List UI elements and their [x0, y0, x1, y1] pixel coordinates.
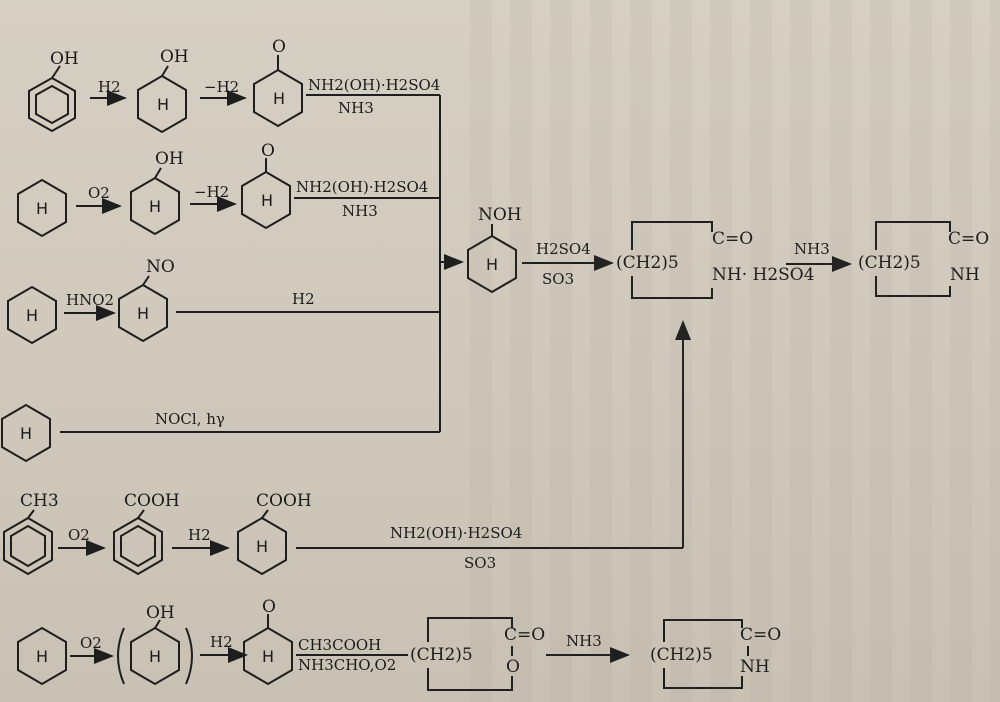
- methylene-chain-label: (CH2)5: [616, 253, 679, 273]
- ring-h-label: H: [157, 95, 169, 114]
- ring-h-label: H: [20, 424, 32, 443]
- cyclohexane-ring: H: [1, 403, 51, 463]
- ring-h-label: H: [36, 199, 48, 218]
- nitroso-label: NO: [146, 257, 175, 277]
- hydroxyl-label: OH: [146, 603, 175, 623]
- carbonyl-label: C=O: [712, 229, 753, 249]
- ring-oxygen-label: O: [506, 657, 520, 677]
- cyclohexanol-ring: H OH: [130, 603, 180, 686]
- reagent-h2: H2: [210, 633, 233, 651]
- ring-h-label: H: [256, 537, 268, 556]
- cyclohexanone-ring: H O: [241, 141, 291, 230]
- oxo-label: O: [261, 141, 275, 161]
- amide-nh-label: NH: [950, 265, 980, 285]
- reagent-h2so4: H2SO4: [536, 240, 591, 258]
- reagent-o2: O2: [88, 184, 110, 202]
- caprolactam-product: (CH2)5 C=O NH: [650, 619, 781, 689]
- reagent-so3: SO3: [464, 554, 496, 572]
- reagent-nh3: NH3: [338, 99, 374, 117]
- carboxyl-label: COOH: [124, 491, 180, 511]
- ring-h-label: H: [149, 197, 161, 216]
- cyclohexanone-oxime-ring: H NOH: [467, 205, 522, 294]
- reagent-hydroxylamine: NH2(OH)·H2SO4: [296, 178, 428, 196]
- oxo-label: O: [262, 597, 276, 617]
- oxime-label: NOH: [478, 205, 522, 225]
- reagent-minus-h2: −H2: [194, 183, 229, 201]
- carboxyl-label: COOH: [256, 491, 312, 511]
- reagent-nh3: NH3: [566, 632, 602, 650]
- ring-h-label: H: [486, 255, 498, 274]
- phenol-ring: OH: [28, 49, 79, 133]
- ring-h-label: H: [261, 191, 273, 210]
- cyclohexane-ring: H: [7, 285, 57, 345]
- reagent-peracid-conditions: NH3CHO,O2: [298, 656, 396, 674]
- open-paren: [117, 627, 125, 685]
- hydroxyl-label: OH: [155, 149, 184, 169]
- reagent-nh3: NH3: [794, 240, 830, 258]
- reagent-h2: H2: [292, 290, 315, 308]
- carbonyl-label: C=O: [504, 625, 545, 645]
- carbonyl-label: C=O: [740, 625, 781, 645]
- cyclohexanecarboxylic-acid-ring: H COOH: [237, 491, 312, 576]
- reagent-nh3: NH3: [342, 202, 378, 220]
- hydroxyl-label: OH: [160, 47, 189, 67]
- ring-h-label: H: [273, 89, 285, 108]
- reagent-o2: O2: [80, 634, 102, 652]
- reagent-hydroxylamine: NH2(OH)·H2SO4: [308, 76, 440, 94]
- amide-salt-label: NH· H2SO4: [712, 265, 815, 285]
- reagent-o2: O2: [68, 526, 90, 544]
- caprolactam-sulfate: (CH2)5 C=O NH· H2SO4: [616, 221, 815, 299]
- reagent-hno2: HNO2: [66, 291, 114, 309]
- reagent-h2: H2: [188, 526, 211, 544]
- reagent-nocl: NOCl, hγ: [155, 410, 225, 428]
- reagent-hydroxylamine: NH2(OH)·H2SO4: [390, 524, 522, 542]
- cyclohexane-ring: H: [17, 626, 67, 686]
- reagent-peracid: CH3COOH: [298, 636, 381, 654]
- cyclohexane-ring: H: [17, 178, 67, 238]
- carbonyl-label: C=O: [948, 229, 989, 249]
- benzoic-acid-ring: COOH: [113, 491, 180, 576]
- ring-h-label: H: [262, 647, 274, 666]
- methylene-chain-label: (CH2)5: [858, 253, 921, 273]
- reagent-minus-h2: −H2: [204, 78, 239, 96]
- close-paren: [185, 627, 193, 685]
- cyclohexanol-ring: H OH: [130, 149, 184, 236]
- reagent-h2: H2: [98, 78, 121, 96]
- ring-h-label: H: [149, 647, 161, 666]
- methylene-chain-label: (CH2)5: [410, 645, 473, 665]
- toluene-ring: CH3: [3, 491, 59, 576]
- cyclohexanone-ring: H O: [243, 597, 293, 686]
- caprolactam-product: (CH2)5 C=O NH: [858, 221, 989, 297]
- reagent-so3: SO3: [542, 270, 574, 288]
- oxo-label: O: [272, 37, 286, 57]
- ring-h-label: H: [137, 304, 149, 323]
- methyl-label: CH3: [20, 491, 59, 511]
- caprolactone: (CH2)5 C=O O: [410, 617, 545, 691]
- ring-h-label: H: [36, 647, 48, 666]
- nitrosocyclohexane-ring: H NO: [118, 257, 175, 343]
- methylene-chain-label: (CH2)5: [650, 645, 713, 665]
- ring-h-label: H: [26, 306, 38, 325]
- amide-nh-label: NH: [740, 657, 770, 677]
- cyclohexanol-ring: H OH: [137, 47, 189, 134]
- cyclohexanone-ring: H O: [253, 37, 303, 128]
- hydroxyl-label: OH: [50, 49, 79, 69]
